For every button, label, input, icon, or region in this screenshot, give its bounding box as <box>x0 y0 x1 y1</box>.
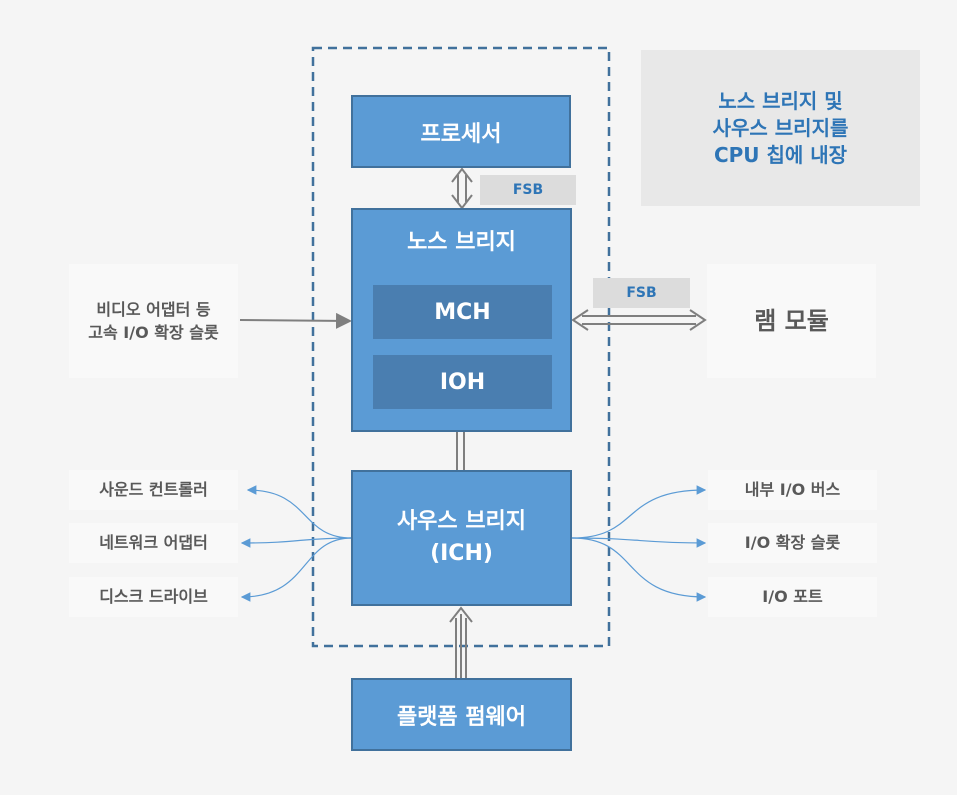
south-bridge-box: 사우스 브리지 (ICH) <box>351 470 572 606</box>
ram-module-box: 램 모듈 <box>707 264 876 378</box>
processor-nb-link <box>451 167 473 210</box>
fsb-label-top: FSB <box>480 175 576 205</box>
fw-sb-link <box>449 606 473 678</box>
sb-left-links <box>240 485 353 602</box>
sb-right-links <box>571 485 707 602</box>
mch-box: MCH <box>373 285 552 339</box>
network-adapter-box: 네트워크 어댑터 <box>69 523 238 563</box>
fsb-label-right: FSB <box>593 278 690 308</box>
video-nb-arrow <box>239 312 352 329</box>
nb-sb-link <box>456 432 465 470</box>
nb-ram-link <box>571 309 707 331</box>
io-port-box: I/O 포트 <box>708 577 877 617</box>
internal-io-bus-box: 내부 I/O 버스 <box>708 470 877 510</box>
north-bridge-box: 노스 브리지 MCH IOH <box>351 208 572 432</box>
sound-controller-box: 사운드 컨트롤러 <box>69 470 238 510</box>
platform-firmware-box: 플랫폼 펌웨어 <box>351 678 572 751</box>
video-adapter-box: 비디오 어댑터 등 고속 I/O 확장 슬롯 <box>69 264 238 378</box>
disk-drive-box: 디스크 드라이브 <box>69 577 238 617</box>
processor-box: 프로세서 <box>351 95 571 168</box>
north-bridge-title: 노스 브리지 <box>407 230 516 255</box>
ioh-box: IOH <box>373 355 552 409</box>
io-expansion-slot-box: I/O 확장 슬롯 <box>708 523 877 563</box>
note-box: 노스 브리지 및 사우스 브리지를 CPU 칩에 내장 <box>641 50 920 206</box>
processor-label: 프로세서 <box>420 121 502 147</box>
